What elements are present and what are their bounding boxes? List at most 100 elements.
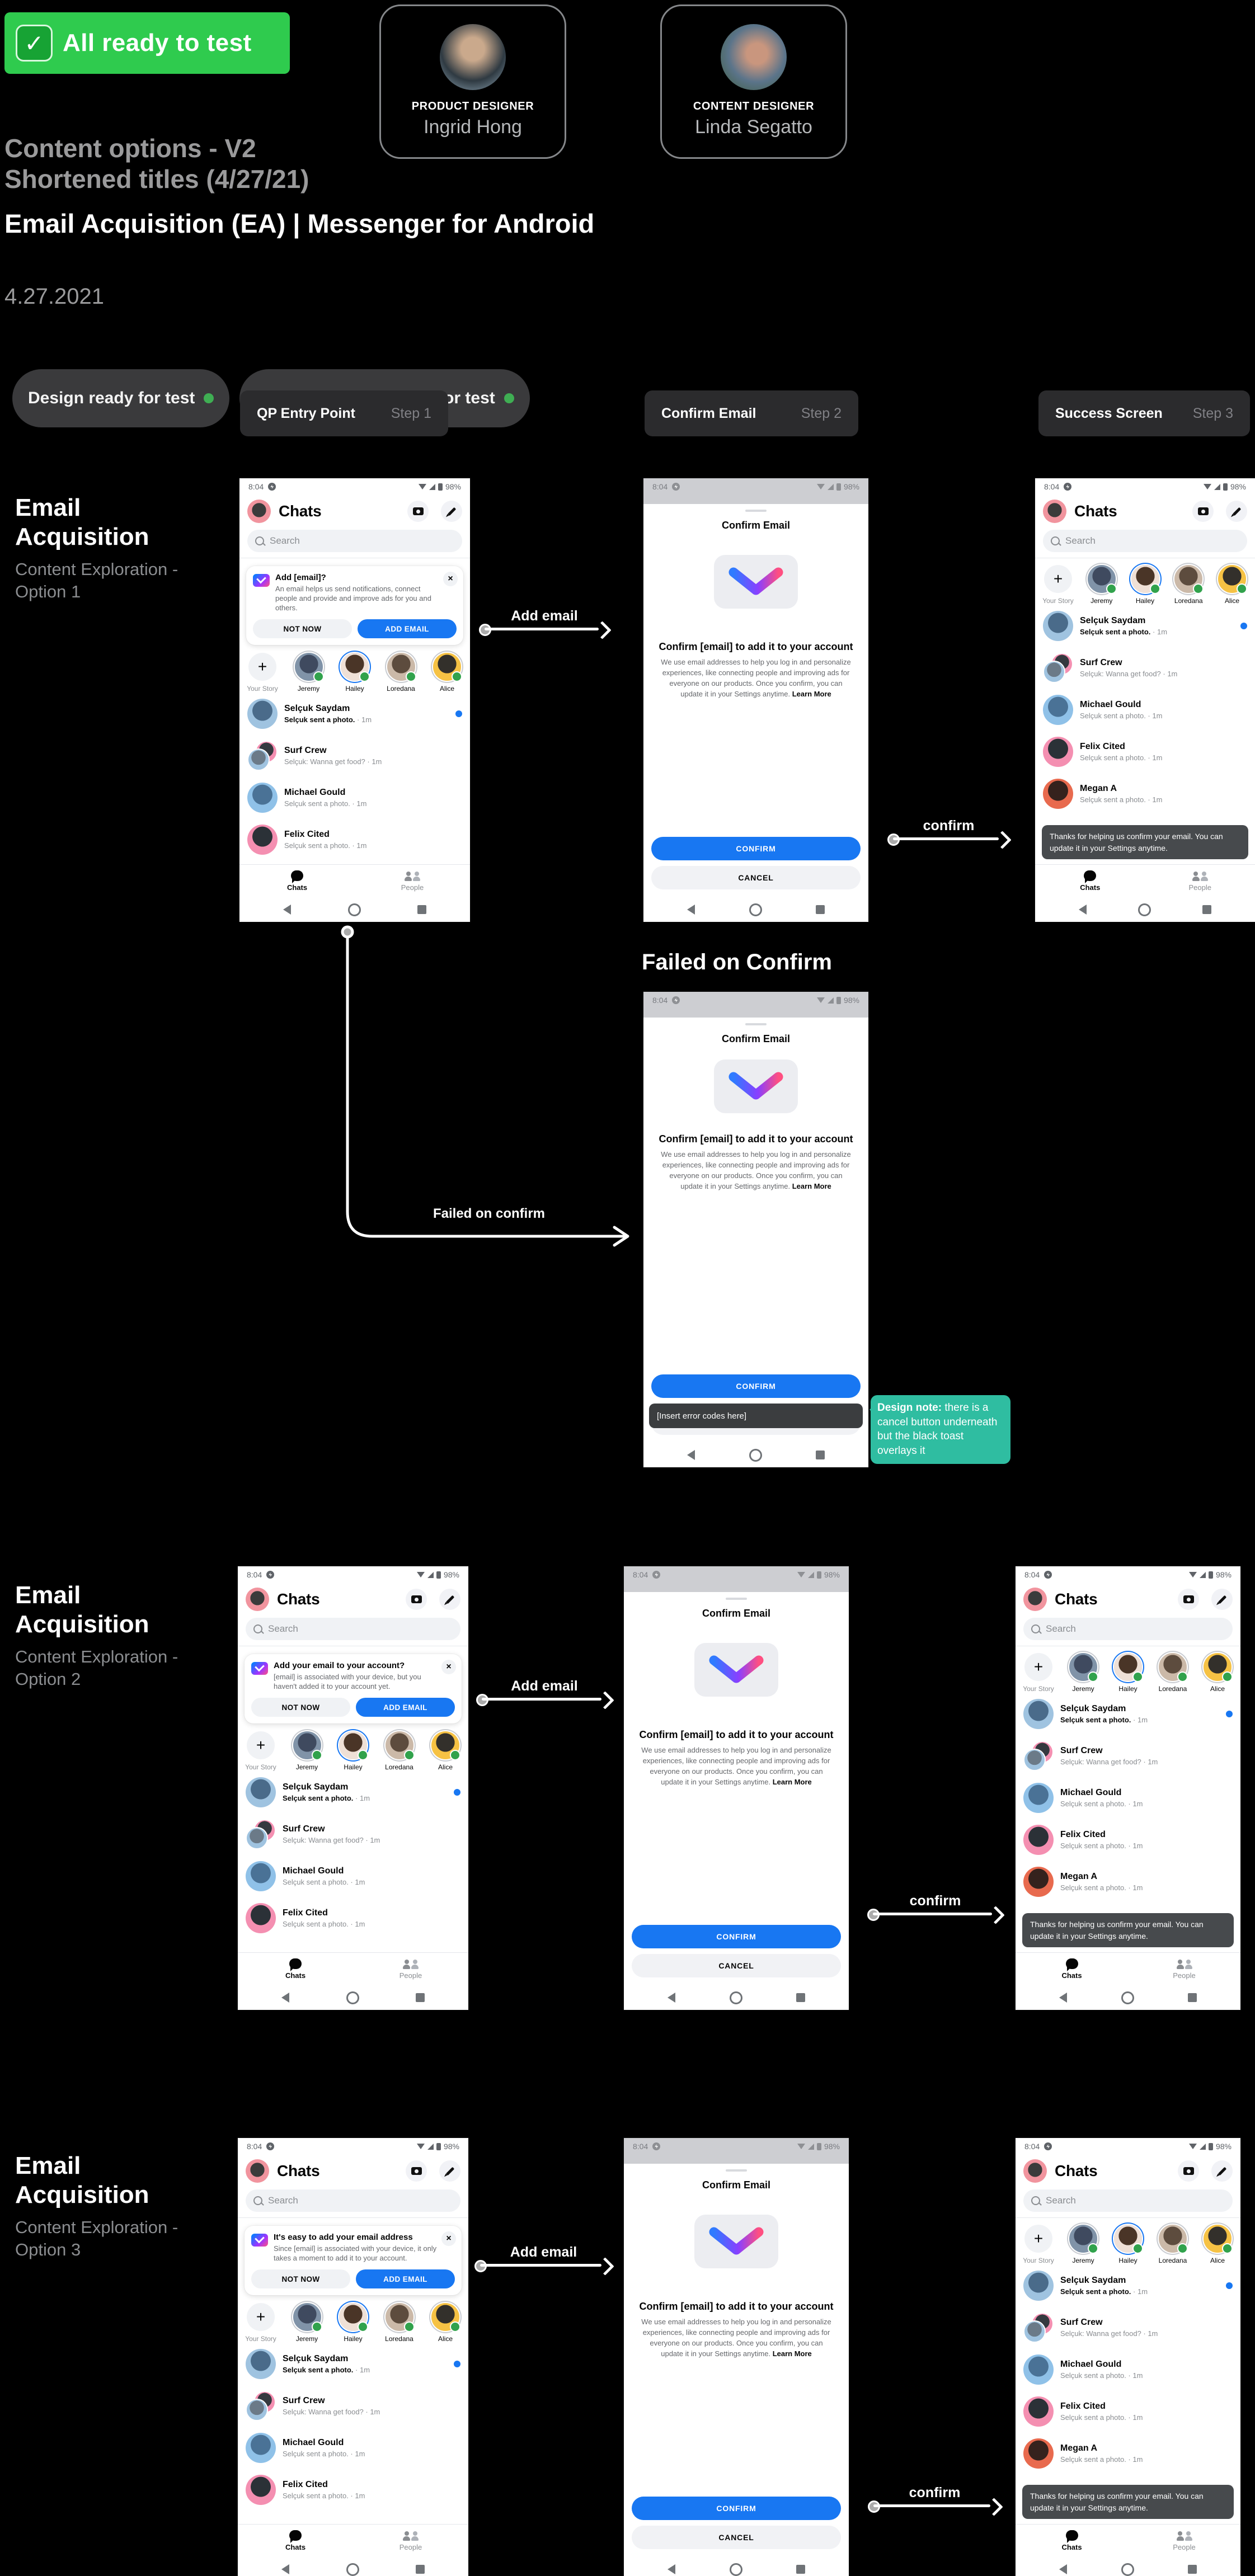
android-back-icon[interactable]: [687, 905, 695, 915]
story-your-story[interactable]: + Your Story: [1021, 2225, 1056, 2264]
chat-list-item[interactable]: Michael Gould Selçuk sent a photo. · 1m: [238, 1855, 468, 1897]
android-home-icon[interactable]: [346, 2563, 359, 2576]
tab-chats[interactable]: Chats: [1035, 865, 1145, 897]
chat-list-item[interactable]: Megan A Selçuk sent a photo. · 1m: [1035, 773, 1255, 814]
android-back-icon[interactable]: [283, 905, 291, 915]
android-recents-icon[interactable]: [416, 1993, 425, 2002]
tab-people[interactable]: People: [353, 2525, 468, 2557]
chat-list-item[interactable]: Felix Cited Selçuk sent a photo. · 1m: [239, 818, 470, 860]
camera-button[interactable]: [407, 501, 429, 522]
drag-handle-icon[interactable]: [745, 510, 767, 512]
confirm-button[interactable]: CONFIRM: [651, 1374, 861, 1398]
android-home-icon[interactable]: [346, 1991, 359, 2004]
chat-list-item[interactable]: Surf Crew Selçuk: Wanna get food? · 1m: [1016, 2306, 1240, 2348]
close-icon[interactable]: ×: [441, 1660, 456, 1674]
learn-more-link[interactable]: Learn More: [792, 689, 831, 698]
search-input[interactable]: Search: [246, 2189, 460, 2212]
compose-button[interactable]: [441, 501, 462, 522]
profile-avatar[interactable]: [1023, 2159, 1047, 2183]
add-email-button[interactable]: ADD EMAIL: [356, 2269, 455, 2289]
not-now-button[interactable]: NOT NOW: [253, 619, 352, 639]
story-hailey[interactable]: Hailey: [336, 1731, 370, 1771]
story-jeremy[interactable]: Jeremy: [1066, 2225, 1101, 2264]
android-home-icon[interactable]: [749, 903, 762, 916]
android-home-icon[interactable]: [749, 1448, 762, 1462]
add-story-icon[interactable]: +: [247, 2303, 275, 2332]
android-recents-icon[interactable]: [416, 2565, 425, 2574]
search-input[interactable]: Search: [247, 530, 462, 552]
android-back-icon[interactable]: [668, 2564, 675, 2574]
chat-list-item[interactable]: Surf Crew Selçuk: Wanna get food? · 1m: [238, 1813, 468, 1855]
story-jeremy[interactable]: Jeremy: [1066, 1653, 1101, 1693]
add-email-button[interactable]: ADD EMAIL: [358, 619, 457, 639]
story-hailey[interactable]: Hailey: [1128, 565, 1163, 605]
add-story-icon[interactable]: +: [1024, 2225, 1052, 2253]
android-home-icon[interactable]: [729, 1991, 742, 2004]
learn-more-link[interactable]: Learn More: [772, 1777, 812, 1786]
chat-list-item[interactable]: Selçuk Saydam Selçuk sent a photo. · 1m: [239, 693, 470, 734]
chat-list-item[interactable]: Felix Cited Selçuk sent a photo. · 1m: [1016, 2390, 1240, 2432]
chat-list-item[interactable]: Megan A Selçuk sent a photo. · 1m: [1016, 1861, 1240, 1902]
android-home-icon[interactable]: [1121, 2563, 1134, 2576]
story-hailey[interactable]: Hailey: [337, 653, 372, 693]
story-alice[interactable]: Alice: [1200, 1653, 1235, 1693]
confirm-button[interactable]: CONFIRM: [651, 837, 861, 860]
story-alice[interactable]: Alice: [428, 1731, 463, 1771]
drag-handle-icon[interactable]: [726, 2169, 747, 2172]
compose-button[interactable]: [1211, 2160, 1233, 2182]
story-loredana[interactable]: Loredana: [1171, 565, 1206, 605]
add-story-icon[interactable]: +: [247, 1731, 275, 1760]
android-back-icon[interactable]: [281, 2564, 289, 2574]
chat-list-item[interactable]: Michael Gould Selçuk sent a photo. · 1m: [239, 776, 470, 818]
cancel-button[interactable]: CANCEL: [651, 866, 861, 889]
android-recents-icon[interactable]: [1188, 1993, 1197, 2002]
confirm-button[interactable]: CONFIRM: [632, 2497, 841, 2520]
story-alice[interactable]: Alice: [430, 653, 464, 693]
cancel-button[interactable]: CANCEL: [632, 2526, 841, 2549]
android-recents-icon[interactable]: [816, 905, 825, 914]
story-alice[interactable]: Alice: [428, 2303, 463, 2343]
search-input[interactable]: Search: [246, 1618, 460, 1640]
camera-button[interactable]: [406, 2160, 427, 2182]
chat-list-item[interactable]: Selçuk Saydam Selçuk sent a photo. · 1m: [238, 2343, 468, 2385]
story-hailey[interactable]: Hailey: [1111, 2225, 1145, 2264]
camera-button[interactable]: [1178, 1589, 1199, 1610]
chat-list-item[interactable]: Michael Gould Selçuk sent a photo. · 1m: [1016, 1777, 1240, 1819]
chat-list-item[interactable]: Felix Cited Selçuk sent a photo. · 1m: [1016, 1819, 1240, 1861]
chat-list-item[interactable]: Surf Crew Selçuk: Wanna get food? · 1m: [238, 2385, 468, 2427]
camera-button[interactable]: [406, 1589, 427, 1610]
story-your-story[interactable]: + Your Story: [245, 653, 280, 693]
tab-people[interactable]: People: [1128, 2525, 1240, 2557]
story-jeremy[interactable]: Jeremy: [292, 653, 326, 693]
add-email-button[interactable]: ADD EMAIL: [356, 1698, 455, 1717]
android-recents-icon[interactable]: [816, 1451, 825, 1459]
android-recents-icon[interactable]: [1202, 905, 1211, 914]
android-back-icon[interactable]: [1059, 1993, 1067, 2003]
tab-people[interactable]: People: [1145, 865, 1255, 897]
profile-avatar[interactable]: [246, 1588, 269, 1611]
profile-avatar[interactable]: [1023, 1588, 1047, 1611]
story-hailey[interactable]: Hailey: [336, 2303, 370, 2343]
close-icon[interactable]: ×: [441, 2231, 456, 2246]
tab-chats[interactable]: Chats: [1016, 1953, 1128, 1985]
chat-list-item[interactable]: Selçuk Saydam Selçuk sent a photo. · 1m: [1035, 605, 1255, 647]
android-home-icon[interactable]: [1138, 903, 1151, 916]
chat-list-item[interactable]: Surf Crew Selçuk: Wanna get food? · 1m: [1016, 1735, 1240, 1777]
profile-avatar[interactable]: [246, 2159, 269, 2183]
close-icon[interactable]: ×: [443, 572, 458, 586]
tab-chats[interactable]: Chats: [1016, 2525, 1128, 2557]
story-jeremy[interactable]: Jeremy: [290, 1731, 325, 1771]
chat-list-item[interactable]: Selçuk Saydam Selçuk sent a photo. · 1m: [1016, 2264, 1240, 2306]
chat-list-item[interactable]: Michael Gould Selçuk sent a photo. · 1m: [1035, 689, 1255, 731]
learn-more-link[interactable]: Learn More: [792, 1181, 831, 1190]
compose-button[interactable]: [439, 2160, 460, 2182]
chat-list-item[interactable]: Michael Gould Selçuk sent a photo. · 1m: [238, 2427, 468, 2469]
search-input[interactable]: Search: [1043, 530, 1247, 552]
profile-avatar[interactable]: [247, 500, 271, 523]
android-recents-icon[interactable]: [796, 1993, 805, 2002]
confirm-button[interactable]: CONFIRM: [632, 1925, 841, 1948]
story-loredana[interactable]: Loredana: [1155, 2225, 1190, 2264]
add-story-icon[interactable]: +: [1044, 565, 1072, 593]
tab-people[interactable]: People: [355, 865, 470, 897]
story-hailey[interactable]: Hailey: [1111, 1653, 1145, 1693]
